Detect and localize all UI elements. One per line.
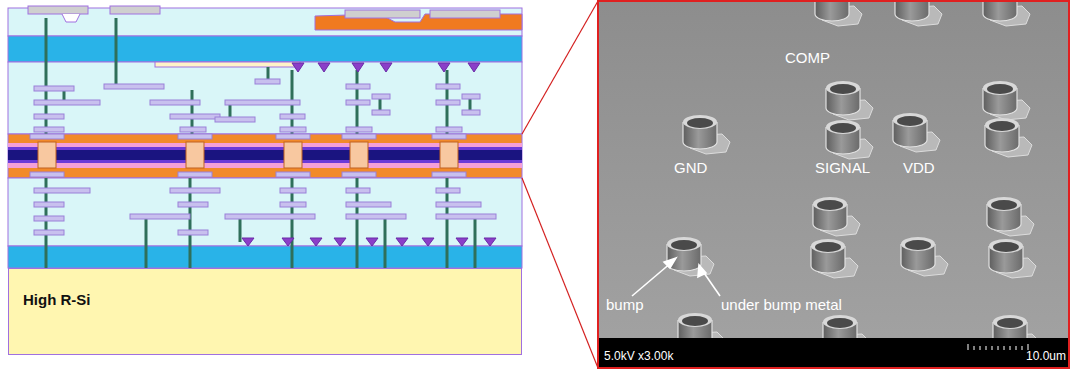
signal-name: GND (674, 159, 707, 176)
sem-info: 5.0kV x3.00k (604, 349, 673, 363)
signal-name: SIGNAL (815, 159, 870, 176)
signal-name: VDD (903, 159, 935, 176)
substrate-label: High R-Si (23, 291, 91, 308)
part-name: bump (606, 296, 644, 313)
substrate-band: High R-Si (8, 268, 522, 355)
scale-label: 10.0um (1026, 349, 1066, 363)
signal-name: COMP (785, 49, 830, 66)
part-name: under bump metal (721, 296, 842, 313)
